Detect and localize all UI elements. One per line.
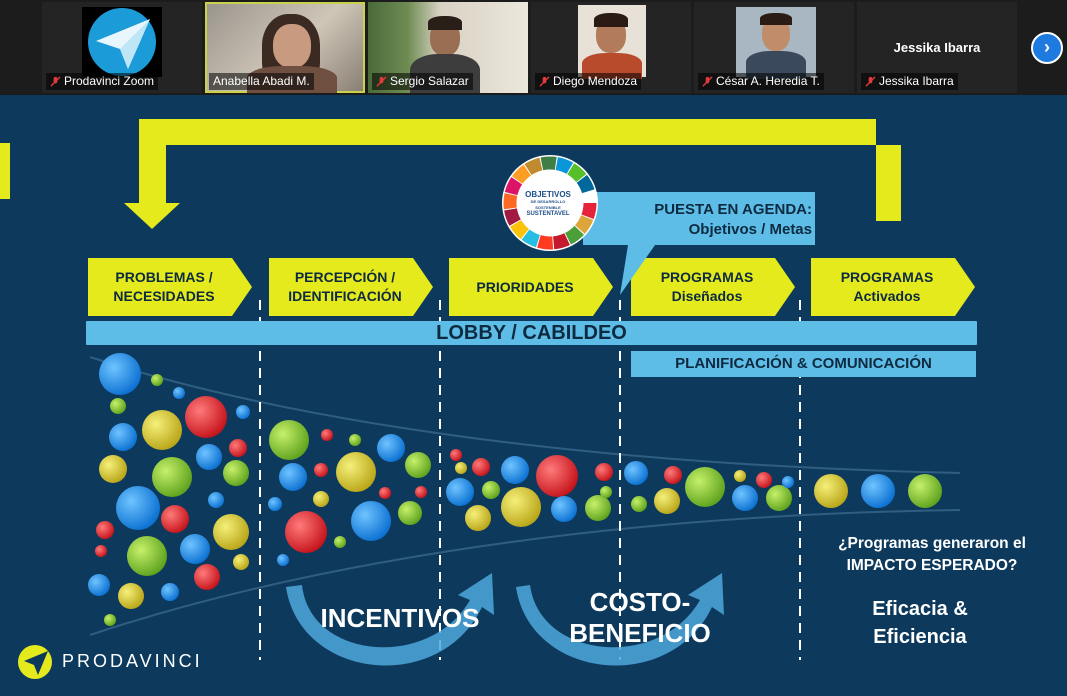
muted-mic-icon: [865, 76, 876, 87]
participant-tile-prodavinci[interactable]: Prodavinci Zoom: [42, 2, 202, 93]
participant-tile-jessika[interactable]: Jessika Ibarra Jessika Ibarra: [857, 2, 1017, 93]
stage-percepcion: PERCEPCIÓN /IDENTIFICACIÓN: [288, 269, 402, 304]
participant-video: [736, 7, 816, 79]
participant-name-label: César A. Heredia T.: [698, 73, 824, 90]
muted-mic-icon: [376, 76, 387, 87]
shared-slide: OBJETIVOS DE DESARROLLO SOSTENIBLE SUSTE…: [0, 95, 1067, 696]
sdg-wheel-icon: [502, 155, 598, 251]
participant-tile-sergio[interactable]: Sergio Salazar: [368, 2, 528, 93]
feedback-arrow: [124, 119, 901, 229]
next-participants-button[interactable]: ›: [1031, 32, 1063, 64]
participant-name-label: Jessika Ibarra: [861, 73, 958, 90]
participant-name-label: Diego Mendoza: [535, 73, 642, 90]
cost-benefit-curved-arrow: [516, 573, 724, 666]
participant-tile-anabella[interactable]: Anabella Abadi M.: [205, 2, 365, 93]
incentives-label: INCENTIVOS: [320, 603, 480, 633]
muted-mic-icon: [50, 76, 61, 87]
efficacy-label: Eficacia & Eficiencia: [872, 598, 968, 648]
participant-tile-cesar[interactable]: César A. Heredia T.: [694, 2, 854, 93]
participant-tile-diego[interactable]: Diego Mendoza: [531, 2, 691, 93]
lobby-bar: LOBBY / CABILDEO: [86, 321, 977, 345]
muted-mic-icon: [702, 76, 713, 87]
edge-yellow-bar: [0, 143, 10, 199]
stage-chevrons: [88, 258, 975, 316]
prodavinci-logo-icon: [18, 645, 52, 679]
participant-video: [207, 4, 363, 93]
planning-bar: PLANIFICACIÓN & COMUNICACIÓN: [631, 351, 976, 377]
agenda-callout-text: PUESTA EN AGENDA: Objetivos / Metas: [654, 201, 812, 238]
brand-logo: PRODAVINCI: [62, 651, 203, 671]
agenda-callout: [583, 192, 815, 295]
chevron-right-icon: ›: [1044, 37, 1050, 57]
sdg-label: OBJETIVOS DE DESARROLLO SOSTENIBLE SUSTE…: [525, 190, 571, 217]
cost-benefit-label: COSTO- BENEFICIO: [569, 587, 711, 648]
participant-strip: Prodavinci Zoom Anabella Abadi M. Sergio…: [0, 0, 1067, 94]
stage-prioridades: PRIORIDADES: [476, 278, 574, 295]
participant-name-label: Anabella Abadi M.: [209, 73, 314, 90]
participant-name-label: Sergio Salazar: [372, 73, 473, 90]
participant-name-label: Prodavinci Zoom: [46, 73, 159, 90]
participant-avatar: [82, 7, 162, 77]
participant-display-name: Jessika Ibarra: [893, 40, 981, 55]
idea-bubbles: [88, 353, 942, 626]
participant-video: [578, 5, 646, 79]
paper-plane-logo-icon: [88, 8, 156, 76]
muted-mic-icon: [539, 76, 550, 87]
slide-graphics: [0, 119, 975, 679]
funnel-top-line: [89, 356, 961, 474]
impact-question: ¿Programas generaron el IMPACTO ESPERADO…: [838, 535, 1026, 574]
funnel-bottom-line: [89, 509, 961, 636]
incentives-curved-arrow: [286, 573, 494, 666]
stage-problemas: PROBLEMAS /NECESIDADES: [113, 269, 215, 304]
